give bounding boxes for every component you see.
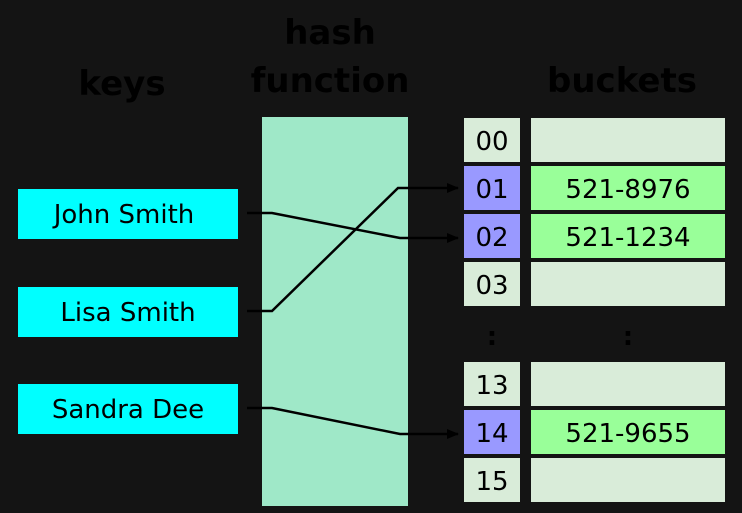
arrow-john-smith-to-02 bbox=[247, 211, 459, 243]
bucket-13: 13 bbox=[462, 360, 727, 408]
bucket-01: 01 521-8976 bbox=[462, 164, 727, 212]
hash-function-header-line1: hash bbox=[284, 13, 376, 53]
bucket-value-cell bbox=[529, 360, 727, 408]
bucket-value-cell bbox=[529, 212, 727, 260]
key-label: Lisa Smith bbox=[60, 298, 195, 328]
keys-header: keys bbox=[78, 64, 165, 104]
arrow-sandra-dee-to-14 bbox=[247, 406, 459, 439]
bucket-value: 521-8976 bbox=[565, 175, 690, 205]
bucket-index-cell bbox=[462, 212, 522, 260]
bucket-index-cell bbox=[462, 260, 522, 308]
bucket-value-cell bbox=[529, 260, 727, 308]
bucket-value: 521-9655 bbox=[565, 419, 690, 449]
bucket-index: 14 bbox=[475, 419, 508, 449]
bucket-index-cell bbox=[462, 360, 522, 408]
hash-function-header-line2: function bbox=[251, 61, 410, 101]
bucket-00: 00 bbox=[462, 116, 727, 164]
bucket-index: 13 bbox=[475, 371, 508, 401]
buckets-header: buckets bbox=[547, 61, 697, 101]
key-box bbox=[18, 384, 238, 434]
bucket-value-cell bbox=[529, 408, 727, 456]
bucket-value-ellipsis: : bbox=[623, 322, 633, 352]
key-label: Sandra Dee bbox=[52, 395, 204, 425]
bucket-value: 521-1234 bbox=[565, 223, 690, 253]
bucket-value-cell bbox=[529, 116, 727, 164]
bucket-15: 15 bbox=[462, 456, 727, 504]
bucket-index-cell bbox=[462, 408, 522, 456]
bucket-02: 02 521-1234 bbox=[462, 212, 727, 260]
bucket-index-cell bbox=[462, 116, 522, 164]
bucket-index-ellipsis: : bbox=[487, 322, 497, 352]
bucket-index: 03 bbox=[475, 271, 508, 301]
key-box bbox=[18, 287, 238, 337]
bucket-index: 15 bbox=[475, 467, 508, 497]
bucket-value-cell bbox=[529, 456, 727, 504]
bucket-index-cell bbox=[462, 164, 522, 212]
bucket-index-cell bbox=[462, 456, 522, 504]
key-box bbox=[18, 189, 238, 239]
hash-function-box bbox=[262, 117, 408, 506]
key-lisa-smith: Lisa Smith bbox=[18, 287, 238, 337]
bucket-index: 01 bbox=[475, 175, 508, 205]
key-john-smith: John Smith bbox=[18, 189, 238, 239]
bucket-index: 02 bbox=[475, 223, 508, 253]
bucket-value-cell bbox=[529, 164, 727, 212]
key-label: John Smith bbox=[52, 200, 195, 230]
key-sandra-dee: Sandra Dee bbox=[18, 384, 238, 434]
bucket-index: 00 bbox=[475, 127, 508, 157]
bucket-03: 03 bbox=[462, 260, 727, 308]
arrow-lisa-smith-to-01 bbox=[247, 183, 459, 313]
bucket-14: 14 521-9655 bbox=[462, 408, 727, 456]
